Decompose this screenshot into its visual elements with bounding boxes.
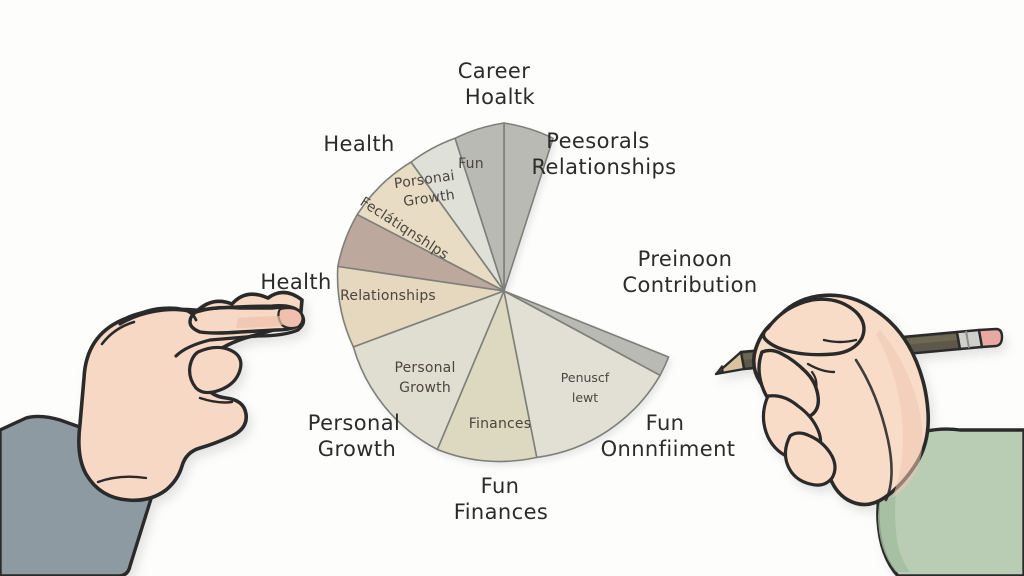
svg-text:Personal: Personal xyxy=(308,411,400,435)
svg-text:Peesorals: Peesorals xyxy=(546,129,649,153)
left-knuckle-line-1 xyxy=(126,306,198,322)
svg-text:Onnnfiiment: Onnnfiiment xyxy=(601,437,736,461)
outer-label-personals-relationships: Peesorals Relationships xyxy=(531,129,676,179)
pie-chart xyxy=(336,122,670,463)
outer-label-preinoon-contribution: Preinoon Contribution xyxy=(622,247,757,297)
left-wrist-crease xyxy=(96,475,148,484)
left-finger-crease xyxy=(198,396,234,404)
svg-text:Career: Career xyxy=(458,59,531,83)
svg-text:Personal: Personal xyxy=(394,360,455,376)
hand-holding-pencil xyxy=(714,293,1024,576)
outer-label-health-top: Health xyxy=(323,132,394,156)
outer-label-fun-commitment: Fun Onnnfiiment xyxy=(601,411,736,461)
left-palm-shading xyxy=(236,316,287,328)
svg-text:Growth: Growth xyxy=(318,437,396,461)
inner-label-finances: Finances xyxy=(469,416,531,432)
pencil-eraser xyxy=(977,327,1004,349)
right-knuckle-crease-2 xyxy=(806,362,836,374)
right-ring-finger xyxy=(783,431,837,487)
outer-label-personal-growth-left: Personal Growth xyxy=(308,411,400,461)
svg-text:Hoaltk: Hoaltk xyxy=(465,85,536,109)
pointing-hand xyxy=(0,290,306,576)
svg-text:Growth: Growth xyxy=(402,187,456,210)
pie-slice-permanent-investment[interactable] xyxy=(503,290,661,459)
right-hand-shading xyxy=(876,330,923,498)
svg-text:Fun: Fun xyxy=(481,474,520,498)
inner-label-relationships: Relationships xyxy=(340,288,436,304)
svg-text:Growth: Growth xyxy=(399,380,451,396)
svg-text:Penuscf: Penuscf xyxy=(561,370,610,385)
pencil-ferrule-band xyxy=(965,330,970,349)
pie-slice-personal-growth-lower[interactable] xyxy=(352,290,505,451)
outer-label-career-health: Career Hoaltk xyxy=(458,59,536,109)
inner-label-fun: Fun xyxy=(458,156,484,172)
outer-label-fun-finances: Fun Finances xyxy=(454,474,548,524)
right-hand-tendon-line xyxy=(854,358,893,502)
left-knuckle-line-2 xyxy=(100,320,136,346)
pie-slice-fun-commitment-sliver[interactable] xyxy=(503,290,670,377)
svg-text:Preinoon: Preinoon xyxy=(638,247,733,271)
pencil-graphite-tip xyxy=(715,365,724,375)
svg-text:Finances: Finances xyxy=(454,500,548,524)
svg-text:Contribution: Contribution xyxy=(622,273,757,297)
right-knuckle-crease-3 xyxy=(810,370,818,392)
outer-label-health-left: Health xyxy=(260,270,331,294)
left-thumb xyxy=(188,345,243,395)
svg-text:Relationships: Relationships xyxy=(531,155,676,179)
inner-label-permanent-investment: Penuscf lewt xyxy=(561,370,610,405)
svg-text:Fun: Fun xyxy=(646,411,685,435)
svg-text:lewt: lewt xyxy=(572,390,598,405)
pie-outer-labels: Career Hoaltk Health Peesorals Relations… xyxy=(260,59,757,524)
right-sleeve-shadow xyxy=(878,442,910,572)
right-knuckle-crease-1 xyxy=(822,338,858,344)
inner-label-personal-growth-lower: Personal Growth xyxy=(394,360,455,396)
